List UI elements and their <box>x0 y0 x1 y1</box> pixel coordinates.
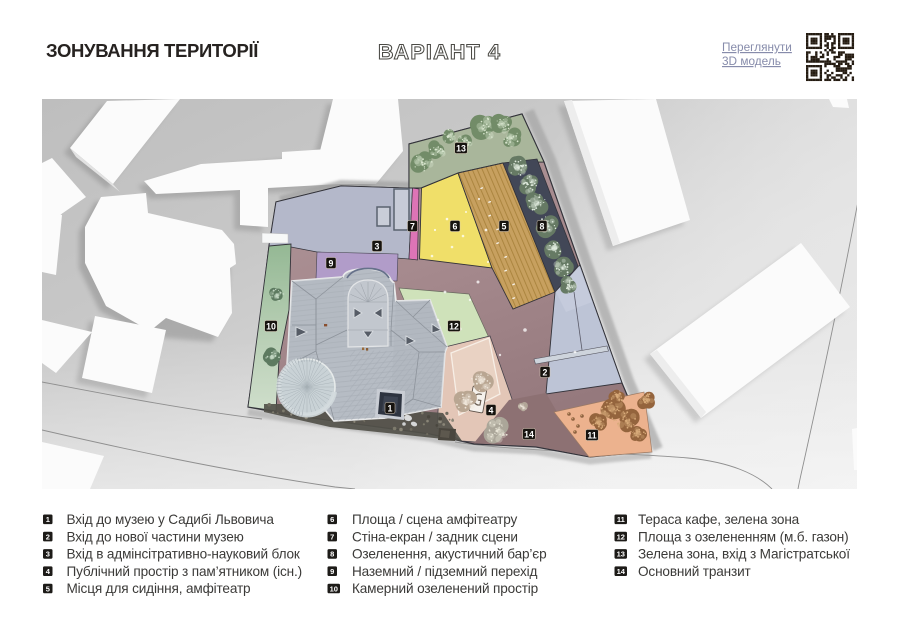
svg-text:Вхід до нової частини музею: Вхід до нової частини музею <box>67 529 244 544</box>
svg-text:4: 4 <box>489 405 494 415</box>
svg-text:11: 11 <box>617 515 625 524</box>
svg-text:7: 7 <box>410 221 415 231</box>
svg-text:6: 6 <box>330 515 334 524</box>
svg-text:10: 10 <box>266 321 276 331</box>
svg-text:Наземний / підземний перехід: Наземний / підземний перехід <box>352 564 538 579</box>
svg-text:7: 7 <box>330 532 334 541</box>
svg-text:Переглянути: Переглянути <box>722 40 792 54</box>
svg-text:2: 2 <box>543 367 548 377</box>
svg-text:1: 1 <box>388 403 393 413</box>
svg-text:3D модель: 3D модель <box>722 54 781 68</box>
svg-text:Стіна-екран / задник сцени: Стіна-екран / задник сцени <box>352 529 518 544</box>
svg-text:ЗОНУВАННЯ ТЕРИТОРІЇ: ЗОНУВАННЯ ТЕРИТОРІЇ <box>46 40 259 61</box>
svg-text:14: 14 <box>524 429 534 439</box>
svg-text:14: 14 <box>617 567 626 576</box>
svg-text:3: 3 <box>46 550 50 559</box>
svg-text:5: 5 <box>502 221 507 231</box>
svg-text:11: 11 <box>587 430 596 440</box>
svg-text:Місця для сидіння, амфітеатр: Місця для сидіння, амфітеатр <box>67 581 251 596</box>
svg-text:Публічний простір з пам’ятнико: Публічний простір з пам’ятником (існ.) <box>67 564 302 579</box>
svg-text:9: 9 <box>329 258 334 268</box>
svg-text:ВАРІАНТ 4: ВАРІАНТ 4 <box>378 40 501 64</box>
svg-text:9: 9 <box>330 567 334 576</box>
svg-text:13: 13 <box>456 143 466 153</box>
svg-text:13: 13 <box>617 550 625 559</box>
svg-text:12: 12 <box>617 532 625 541</box>
svg-text:Озеленення, акустичний бар’єр: Озеленення, акустичний бар’єр <box>352 547 547 562</box>
svg-text:1: 1 <box>46 515 50 524</box>
svg-text:Площа з озелененням (м.б. газо: Площа з озелененням (м.б. газон) <box>638 529 849 544</box>
svg-text:3: 3 <box>375 241 380 251</box>
svg-text:Вхід в адмінсітративно-наукови: Вхід в адмінсітративно-науковий блок <box>67 547 301 562</box>
svg-text:Основний транзит: Основний транзит <box>638 564 751 579</box>
svg-text:Зелена зона, вхід з Магістратс: Зелена зона, вхід з Магістратської <box>638 547 850 562</box>
svg-text:12: 12 <box>449 321 459 331</box>
svg-text:6: 6 <box>453 221 458 231</box>
svg-text:10: 10 <box>330 584 338 593</box>
svg-text:Камерний озеленений простір: Камерний озеленений простір <box>352 581 538 596</box>
svg-text:8: 8 <box>330 550 334 559</box>
svg-text:4: 4 <box>46 567 51 576</box>
svg-text:Вхід до музею у Садибі Львович: Вхід до музею у Садибі Львовича <box>67 512 275 527</box>
svg-text:5: 5 <box>46 584 50 593</box>
svg-text:8: 8 <box>540 221 545 231</box>
svg-text:Тераса кафе, зелена зона: Тераса кафе, зелена зона <box>638 512 800 527</box>
svg-text:Площа / сцена амфітеатру: Площа / сцена амфітеатру <box>352 512 518 527</box>
svg-text:2: 2 <box>46 532 50 541</box>
